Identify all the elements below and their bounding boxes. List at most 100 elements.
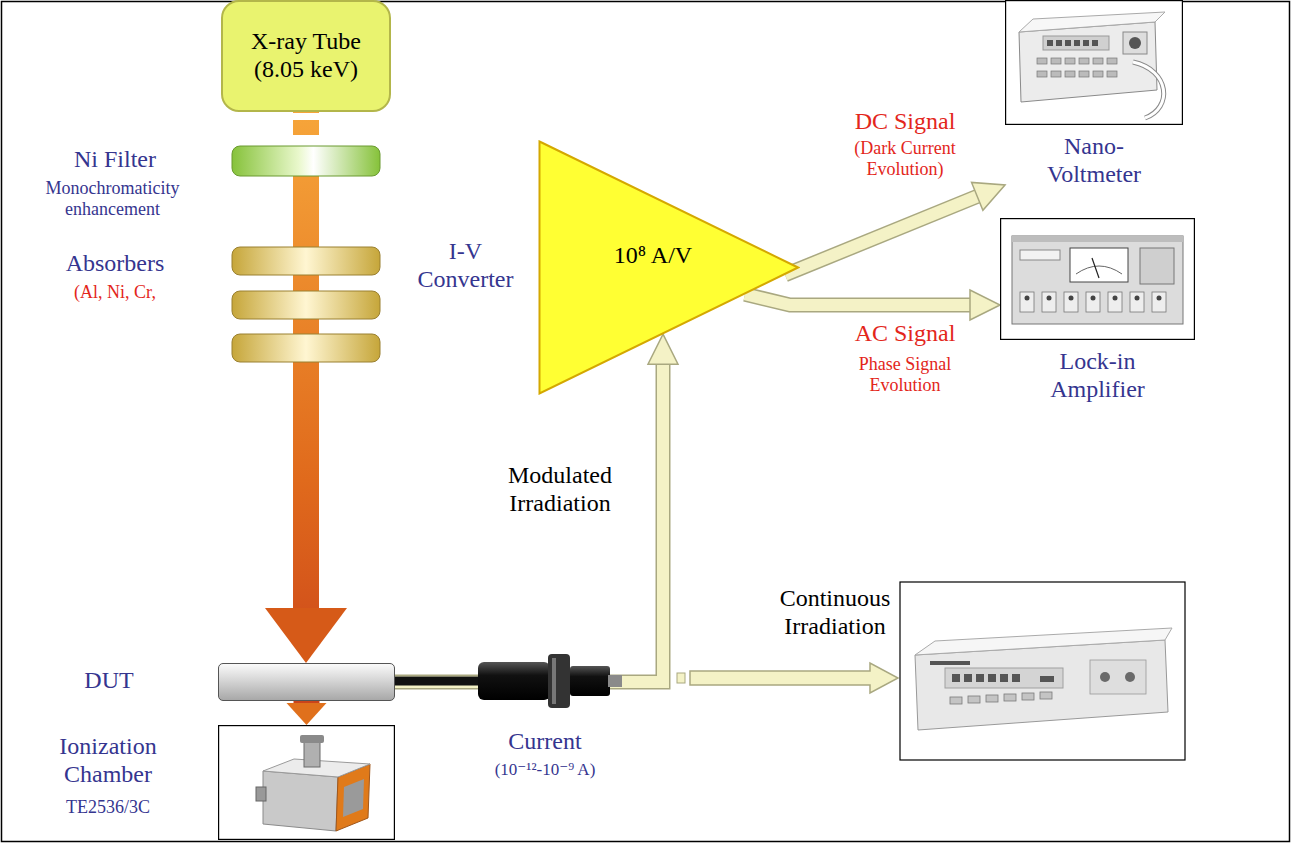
nanovoltmeter-picture — [1037, 58, 1047, 64]
electrometer-picture — [986, 695, 998, 702]
beam-gap — [280, 135, 332, 146]
x-ray-beam-head — [265, 608, 347, 663]
electrometer-picture — [1000, 674, 1008, 682]
lock-in-picture — [1130, 292, 1144, 312]
nanovoltmeter-picture — [1037, 71, 1047, 77]
signal-arrow-head — [970, 290, 1000, 320]
electrometer-picture — [1012, 674, 1020, 682]
node-heading: Ionization Chamber — [18, 733, 198, 788]
lock-in-picture — [1020, 292, 1034, 312]
node-heading: I-V Converter — [403, 238, 528, 293]
nanovoltmeter-picture — [1019, 12, 1165, 32]
lock-in-picture — [1140, 248, 1174, 284]
absorber-disc — [232, 291, 380, 319]
nanovoltmeter-picture — [1129, 37, 1141, 49]
ionization-chamber-picture — [304, 739, 320, 767]
lock-in-picture — [1152, 292, 1166, 312]
electrometer-picture — [1090, 660, 1146, 694]
picture-frame — [1006, 1, 1183, 125]
continuous-arrow — [677, 673, 685, 683]
electrometer-picture — [900, 582, 1185, 760]
signal-arrow-shaft — [395, 362, 663, 682]
mode-label: Modulated Irradiation — [480, 462, 640, 517]
bnc-cable — [548, 654, 570, 708]
bnc-cable — [552, 658, 556, 704]
nanovoltmeter-picture — [1065, 58, 1075, 64]
electrometer-picture — [945, 668, 1063, 688]
lock-in-picture — [1091, 296, 1096, 301]
signal-arrow-outline — [745, 294, 972, 305]
signal-arrow-head — [972, 182, 1005, 210]
nanovoltmeter-panel: Nano- Voltmeter — [1005, 0, 1183, 188]
lock-in-picture — [1069, 296, 1074, 301]
node-text: Lock-in Amplifier — [1038, 348, 1158, 403]
lock-in-picture — [1070, 248, 1128, 282]
nanovoltmeter-picture — [1123, 32, 1147, 54]
nanovoltmeter-picture — [1051, 58, 1061, 64]
signal-label: DC Signal — [840, 108, 970, 136]
current-range: (10⁻¹²-10⁻⁹ A) — [455, 760, 635, 780]
lock-in-picture — [1092, 258, 1099, 278]
x-ray-beam-head — [287, 703, 327, 725]
electrometer-picture — [900, 582, 1185, 760]
bnc-cable — [395, 677, 482, 686]
node-heading: DUT — [49, 667, 169, 695]
electrometer-picture — [930, 661, 970, 665]
nanovoltmeter-picture — [1093, 71, 1103, 77]
lock-in-picture — [1012, 236, 1183, 324]
node-heading: TE2536/3C — [18, 797, 198, 818]
continuous-arrow — [690, 663, 898, 693]
lock-in-picture — [1047, 296, 1052, 301]
nanovoltmeter-picture — [1047, 40, 1053, 46]
dut-disc: DUT — [218, 663, 395, 701]
lock-in-panel: Lock-in Amplifier — [1000, 218, 1195, 403]
lock-in-picture — [1076, 266, 1122, 274]
mode-label: Continuous Irradiation — [760, 585, 910, 640]
picture-frame — [1001, 219, 1195, 340]
electrometer-picture — [988, 674, 996, 682]
nanovoltmeter-picture — [1019, 12, 1165, 118]
lock-in-picture — [1064, 292, 1078, 312]
bnc-cable — [478, 662, 550, 700]
nanovoltmeter-picture — [1107, 71, 1117, 77]
signal-arrow — [395, 334, 678, 682]
lock-in-picture — [1086, 292, 1100, 312]
bnc-cable — [395, 654, 622, 708]
electrometer-picture — [1022, 693, 1034, 700]
electrometer-picture — [968, 696, 980, 703]
electrometer-picture — [1040, 676, 1054, 682]
x-ray-tube-box: X-ray Tube (8.05 keV) — [221, 0, 391, 112]
lock-in-picture — [1020, 250, 1060, 260]
instrument-picture — [218, 725, 395, 840]
nanovoltmeter-picture — [1065, 40, 1071, 46]
ionization-chamber-picture — [256, 787, 266, 801]
amplifier-triangle-shape — [540, 142, 799, 394]
node-text: 10⁸ A/V — [593, 242, 713, 270]
signal-arrow-outline — [785, 196, 979, 275]
signal-label: AC Signal — [840, 320, 970, 348]
lock-in-picture — [1012, 236, 1183, 242]
instrument-picture — [1000, 218, 1195, 340]
nanovoltmeter-picture — [1107, 58, 1117, 64]
electrometer-picture — [952, 674, 960, 682]
nanovoltmeter-picture — [1133, 62, 1164, 118]
continuous-arrow — [677, 663, 898, 693]
signal-arrow-outline — [395, 362, 663, 682]
node-text: Nano- Voltmeter — [1038, 133, 1150, 188]
nanovoltmeter-picture — [1133, 62, 1164, 118]
nanovoltmeter-picture — [1051, 71, 1061, 77]
electrometer-picture — [915, 640, 1168, 730]
bnc-cable — [608, 675, 622, 687]
electrometer-picture — [964, 674, 972, 682]
current-label: Current — [470, 728, 620, 756]
electrometer-picture — [1004, 694, 1016, 701]
nanovoltmeter-picture — [1079, 71, 1089, 77]
signal-note: (Dark Current Evolution) — [846, 138, 964, 179]
x-ray-beam — [287, 701, 327, 725]
signal-arrow — [785, 182, 1005, 274]
signal-arrow — [745, 290, 1000, 320]
electrometer-picture — [976, 674, 984, 682]
